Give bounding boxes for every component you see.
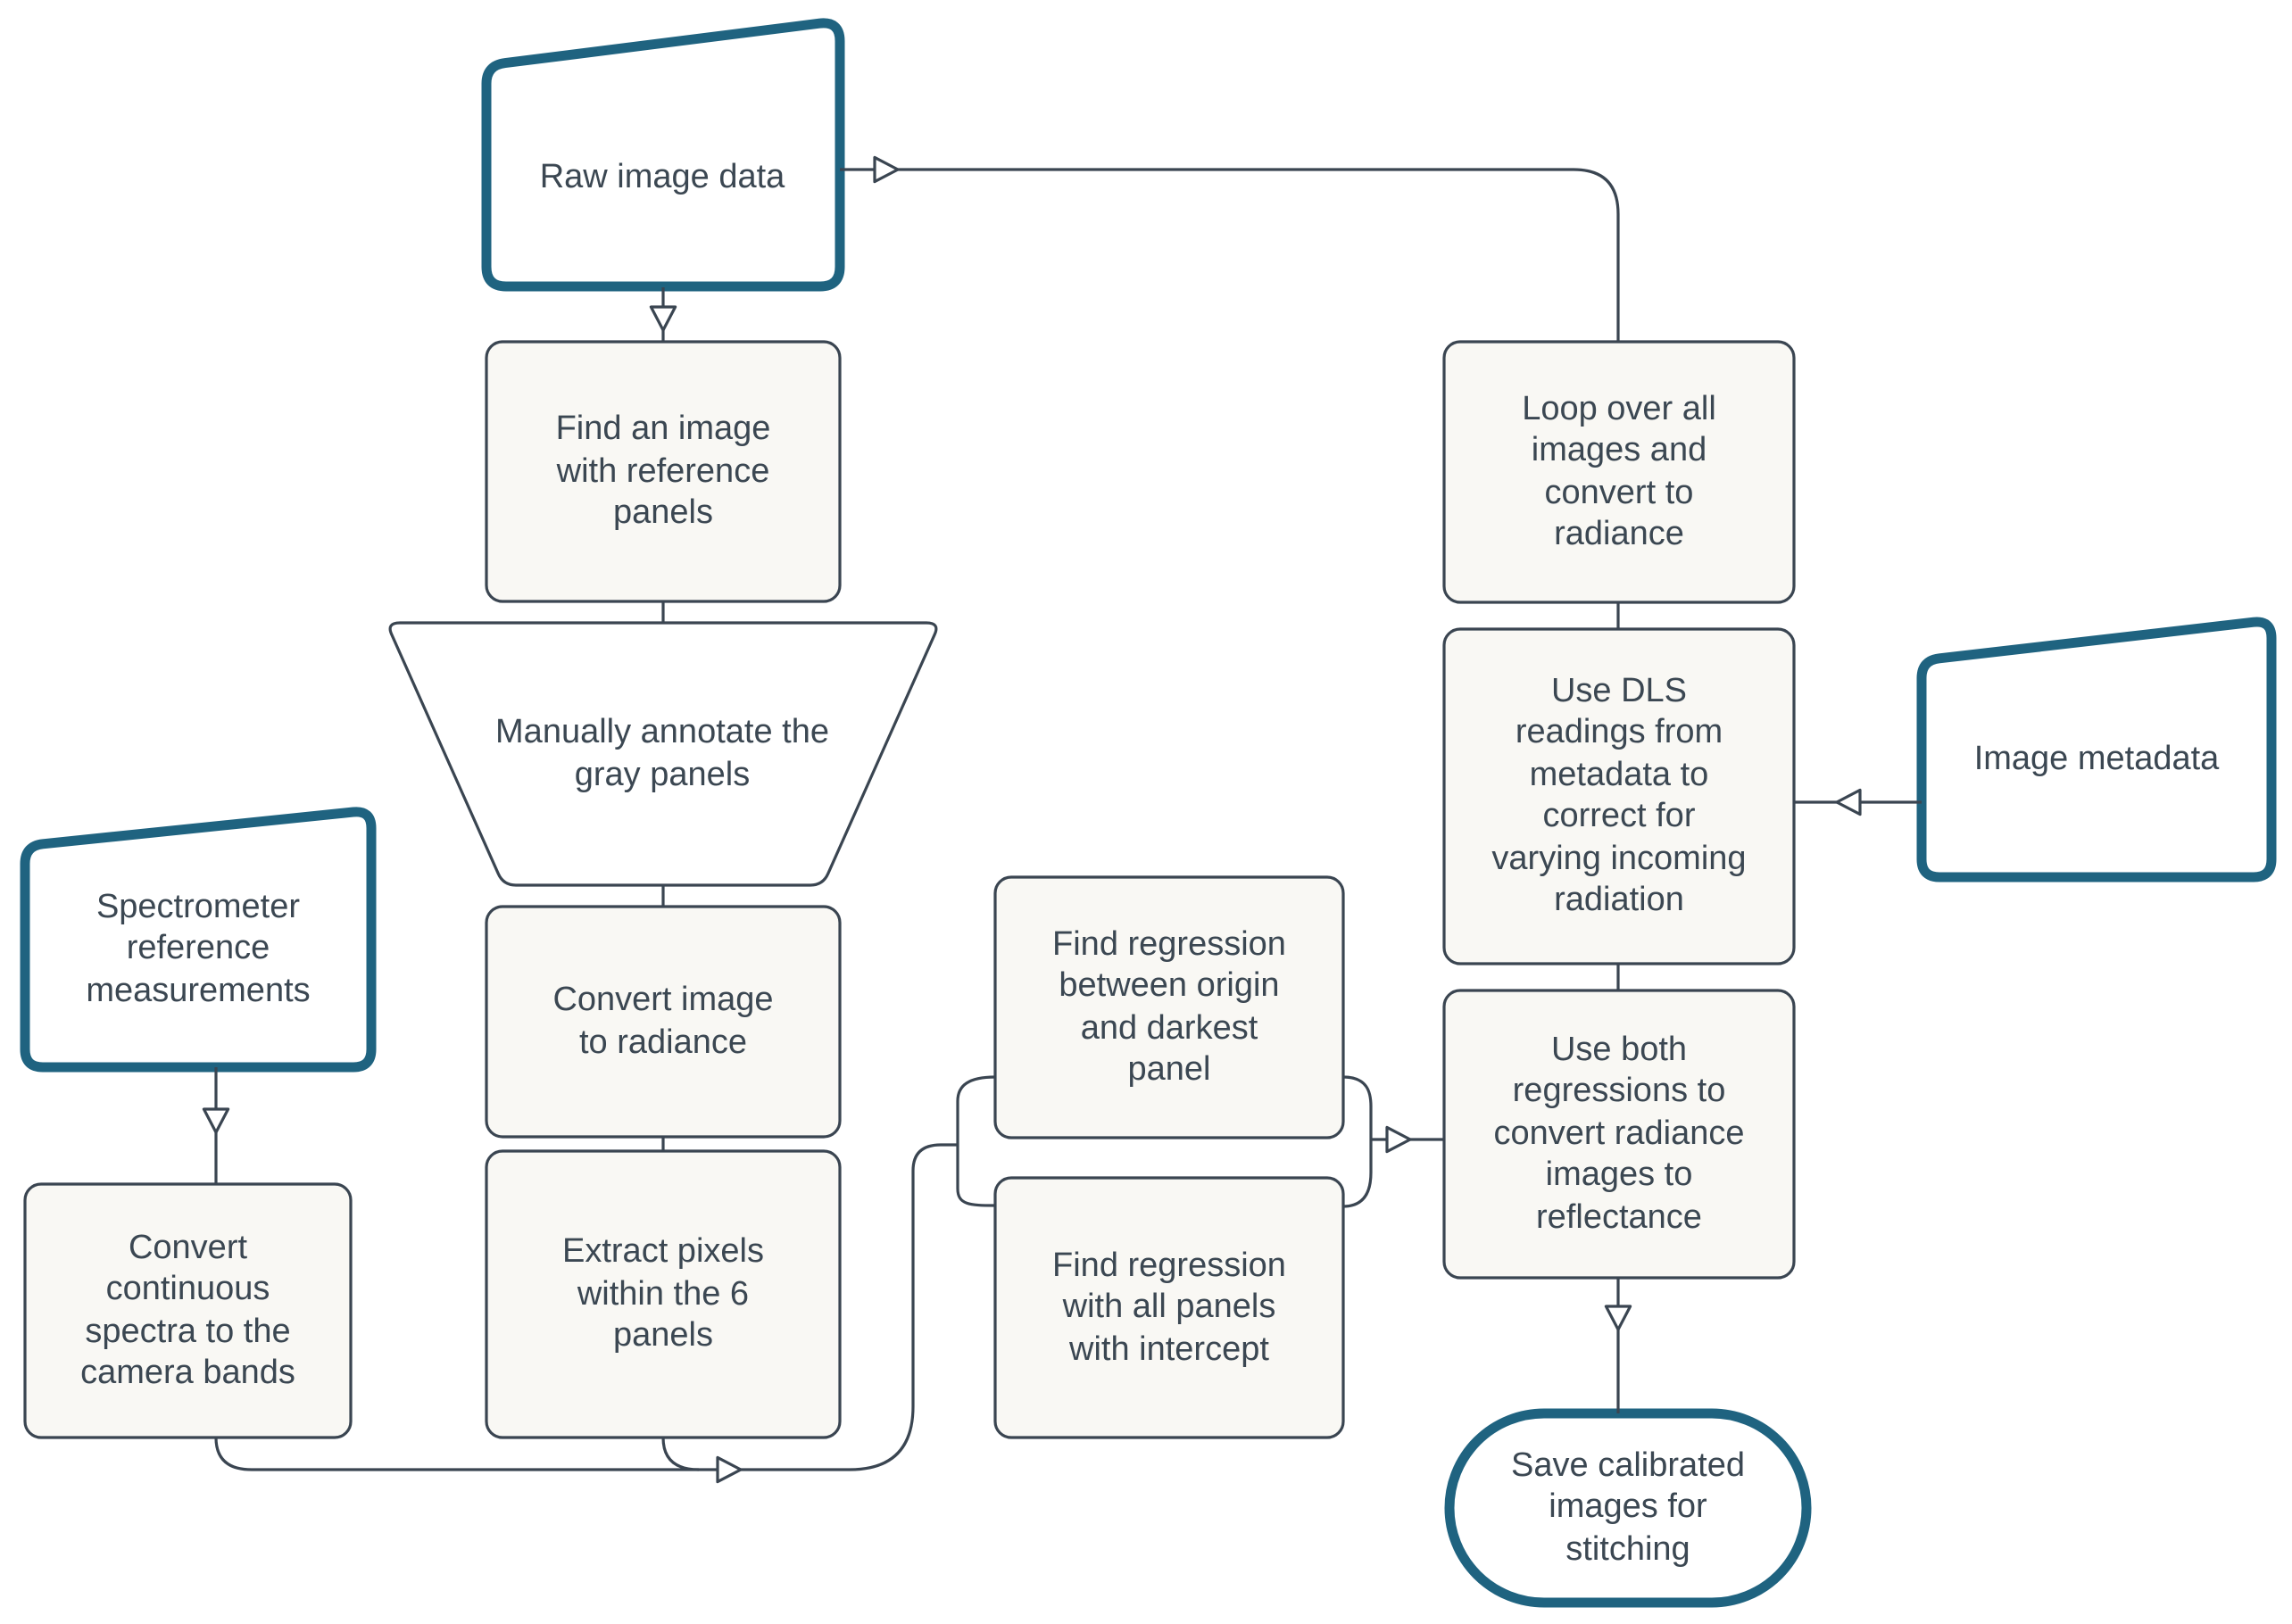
edge-extract-join-bus xyxy=(661,1437,700,1471)
spectrometer-shape xyxy=(20,807,377,1073)
save-calibrated-shape xyxy=(1444,1408,1812,1608)
arrowhead-left-metadata xyxy=(1835,788,1862,816)
edge-spectra-bus xyxy=(214,1143,958,1471)
node-regression-origin[interactable]: Find regression between origin and darke… xyxy=(1052,925,1286,1089)
image-metadata-shape xyxy=(1916,617,2277,882)
arrowhead-right-useboth xyxy=(1385,1125,1412,1154)
node-extract-pixels[interactable]: Extract pixels within the 6 panels xyxy=(562,1233,764,1355)
node-save-calibrated[interactable]: Save calibrated images for stitching xyxy=(1511,1446,1745,1569)
node-use-dls-readings[interactable]: Use DLS readings from metadata to correc… xyxy=(1491,672,1747,920)
raw-image-data-shape xyxy=(481,18,845,292)
arrowhead-right-bus xyxy=(716,1455,743,1484)
arrowhead-down-find xyxy=(649,305,677,332)
node-raw-image-data[interactable]: Raw image data xyxy=(539,158,785,196)
regression-origin-shape xyxy=(993,875,1345,1139)
node-convert-spectra[interactable]: Convert continuous spectra to the camera… xyxy=(80,1229,295,1392)
edge-raw-to-loop xyxy=(840,168,1620,342)
regression-all-shape xyxy=(993,1176,1345,1439)
node-spectrometer-reference[interactable]: Spectrometer reference measurements xyxy=(86,888,311,1010)
node-find-image[interactable]: Find an image with reference panels xyxy=(555,410,771,532)
node-image-metadata[interactable]: Image metadata xyxy=(1973,740,2220,778)
edge-merge-right-bracket xyxy=(1342,1075,1373,1208)
node-convert-image-radiance[interactable]: Convert image to radiance xyxy=(552,982,774,1061)
node-regression-all-panels[interactable]: Find regression with all panels with int… xyxy=(1052,1247,1286,1368)
annotate-trapezoid-shape xyxy=(388,621,938,887)
node-annotate-gray-panels[interactable]: Manually annotate the gray panels xyxy=(495,714,829,793)
node-loop-images[interactable]: Loop over all images and convert to radi… xyxy=(1522,390,1716,553)
edge-fork-left-bracket xyxy=(956,1075,996,1207)
arrowhead-down-spectra xyxy=(202,1107,230,1134)
convert-spectra-shape xyxy=(23,1182,353,1439)
arrowhead-right-raw xyxy=(873,155,900,184)
node-use-both-regressions[interactable]: Use both regressions to convert radiance… xyxy=(1493,1031,1745,1237)
arrowhead-down-save xyxy=(1604,1305,1632,1331)
